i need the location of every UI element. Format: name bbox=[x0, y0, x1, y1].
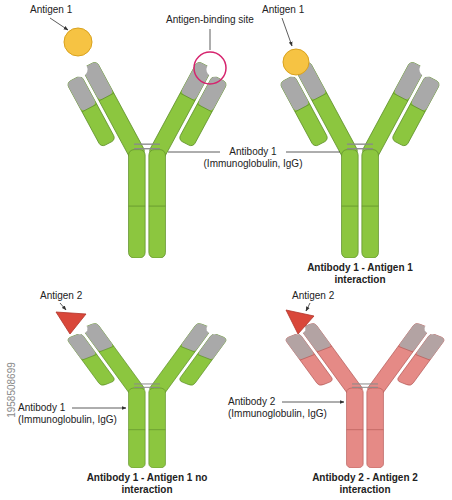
leader-line bbox=[306, 303, 310, 311]
antigen-label: Antigen 2 bbox=[292, 290, 352, 302]
antigen-label: Antigen 2 bbox=[40, 290, 100, 302]
leader-line bbox=[50, 18, 68, 30]
leader-line bbox=[282, 18, 292, 46]
antigen-triangle-bound bbox=[286, 310, 314, 334]
leader-line bbox=[72, 408, 126, 409]
binding-site-label: Antigen-binding site bbox=[155, 14, 265, 26]
leader-line bbox=[60, 303, 66, 310]
antibody-label: Antibody 2 (Immunoglobulin, IgG) bbox=[228, 396, 340, 420]
watermark-number: 1958508699 bbox=[6, 354, 18, 426]
leader-line bbox=[168, 152, 220, 153]
panel-caption: Antibody 1 - Antigen 1 interaction bbox=[295, 262, 425, 286]
antigen-circle-bound bbox=[283, 49, 309, 75]
antibody-label: Antibody 1 (Immunoglobulin, IgG) bbox=[193, 146, 313, 170]
panel-caption: Antibody 2 - Antigen 2 interaction bbox=[300, 472, 430, 496]
antigen-label: Antigen 1 bbox=[262, 4, 322, 16]
antibody-label: Antibody 1 (Immunoglobulin, IgG) bbox=[18, 402, 130, 426]
antibody-1-top-left bbox=[60, 55, 233, 258]
panel-caption: Antibody 1 - Antigen 1 no interaction bbox=[82, 472, 212, 496]
antibody-1-top-right bbox=[273, 55, 446, 258]
leader-line bbox=[282, 402, 344, 403]
antigen-triangle bbox=[56, 312, 86, 334]
antigen-circle bbox=[64, 28, 92, 56]
antibody-2-bottom-right bbox=[278, 318, 451, 468]
leader-line bbox=[210, 29, 211, 50]
binding-site-ring bbox=[194, 52, 226, 84]
antigen-label: Antigen 1 bbox=[30, 4, 90, 16]
leader-line bbox=[286, 152, 340, 153]
antibody-1-bottom-left bbox=[60, 318, 233, 468]
